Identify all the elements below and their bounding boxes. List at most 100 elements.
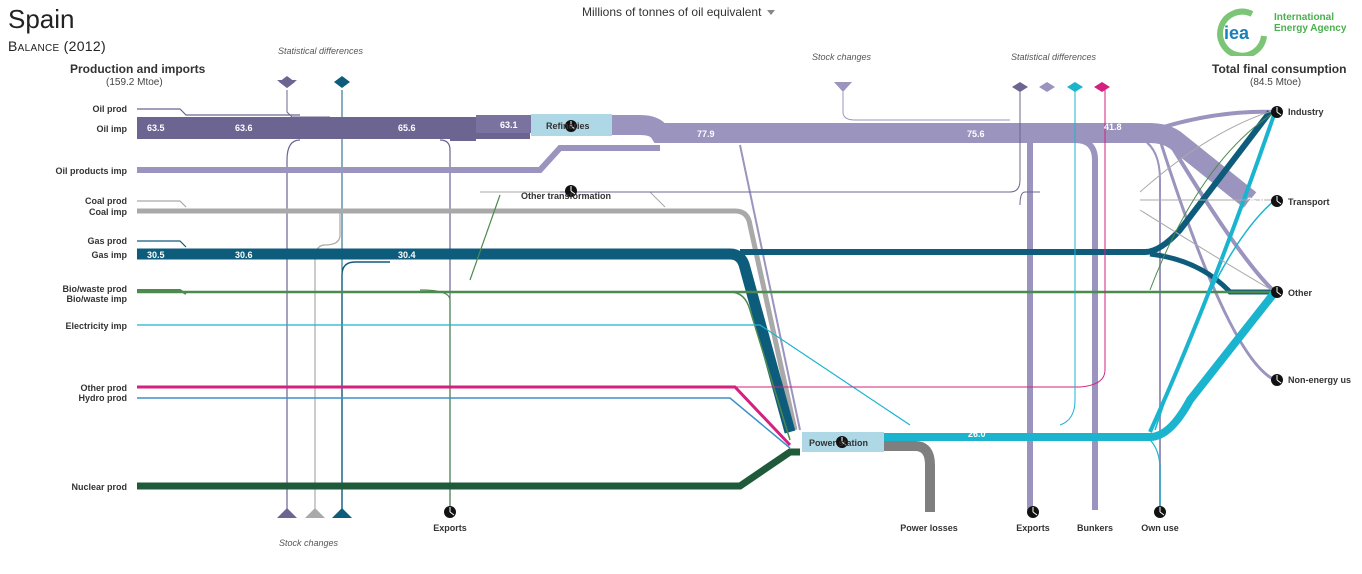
exports-left-label: Exports (433, 523, 467, 533)
flow-gas-prod (137, 240, 187, 248)
clock-industry (1271, 106, 1283, 118)
flow-gas-imports (137, 248, 796, 434)
flow-stock-top (842, 92, 1010, 121)
stat-diff-left-marker-1 (277, 80, 297, 88)
flow-bio-prod (137, 289, 187, 295)
sink-label-other: Other (1288, 288, 1313, 298)
value-transport: 26.9 (1247, 196, 1265, 206)
source-label-oil-prod: Oil prod (93, 104, 128, 114)
source-label-coal-prod: Coal prod (85, 196, 127, 206)
value-oil-d: 63.1 (500, 120, 518, 130)
final-consumption-title: Total final consumption (1212, 62, 1347, 76)
flow-oil-products-main (612, 115, 1257, 208)
stock-bottom-marker-3 (332, 508, 352, 518)
exports-right-label: Exports (1016, 523, 1050, 533)
stat-diff-left-marker-2 (334, 76, 350, 88)
unit-selector[interactable]: Millions of tonnes of oil equivalent (582, 5, 776, 19)
flow-coal-prod (137, 200, 187, 208)
power-station-node (802, 432, 884, 452)
flow-electricity-industry (1148, 111, 1277, 433)
value-gas-a: 30.5 (147, 250, 165, 260)
stock-bottom-marker-2 (305, 508, 325, 518)
source-label-oil-products-imp: Oil products imp (55, 166, 127, 176)
bunkers-label: Bunkers (1077, 523, 1113, 533)
source-label-bio-imp: Bio/waste imp (66, 294, 127, 304)
flow-exports-right (1019, 191, 1040, 206)
flow-power-losses (884, 441, 935, 512)
flow-hydro-prod (137, 397, 791, 449)
source-label-oil-imp: Oil imp (96, 124, 127, 134)
chevron-down-icon (767, 9, 776, 15)
value-products-a: 77.9 (697, 129, 715, 139)
flow-other-transformation (480, 191, 666, 208)
unit-selector-label: Millions of tonnes of oil equivalent (582, 5, 762, 19)
other-transformation-label: Other transformation (521, 191, 611, 201)
source-label-other-prod: Other prod (81, 383, 128, 393)
source-label-elec-imp: Electricity imp (65, 321, 127, 331)
stat-diff-right-marker-3 (1067, 82, 1083, 92)
power-station-label: Power station (809, 438, 868, 448)
country-title: Spain (8, 4, 75, 34)
value-oil-a: 63.5 (147, 123, 165, 133)
stat-diff-right-marker-2 (1039, 82, 1055, 92)
flow-gas-final (740, 110, 1273, 255)
clock-exports-left (444, 506, 456, 518)
source-label-coal-imp: Coal imp (89, 207, 128, 217)
value-gas-c: 30.4 (398, 250, 416, 260)
flow-oil-products-power (739, 144, 801, 431)
flow-electricity-out (884, 289, 1279, 441)
flow-stock-oil-down (286, 139, 301, 510)
flow-products-other (1163, 133, 1277, 294)
source-label-hydro-prod: Hydro prod (79, 393, 128, 403)
flow-other-prod (137, 385, 792, 447)
source-label-gas-prod: Gas prod (87, 236, 127, 246)
flow-oil-products-imports (137, 145, 660, 173)
flow-stock-gas-down (341, 261, 390, 510)
flow-electricity-stat (1059, 90, 1076, 426)
flow-products-ownuse (1129, 134, 1161, 510)
stat-diff-right-marker-4 (1094, 82, 1110, 92)
flow-electricity-transport (1154, 199, 1276, 431)
stat-diff-right-marker-1 (1012, 82, 1028, 92)
stat-diff-left-marker-1b (279, 76, 295, 88)
flow-products-nonenergy (1158, 139, 1276, 382)
value-oil-b: 63.6 (235, 123, 253, 133)
flow-misc-other (1139, 209, 1276, 293)
iea-logo-icon: iea (1217, 8, 1267, 56)
flow-other-final (735, 90, 1106, 388)
logo-mark: iea (1224, 23, 1250, 43)
flow-ownuse-elec (1149, 439, 1161, 510)
flow-oil-prod (137, 108, 300, 116)
refineries-label: Refineries (546, 121, 590, 131)
final-consumption-total: (84.5 Mtoe) (1250, 77, 1302, 88)
stock-bottom-marker-1 (277, 508, 297, 518)
flow-bio-industry (1149, 111, 1276, 291)
stock-top-marker (834, 82, 852, 92)
clock-other (1271, 286, 1283, 298)
clock-non-energy (1271, 374, 1283, 386)
source-label-nuclear-prod: Nuclear prod (71, 482, 127, 492)
value-gas-b: 30.6 (235, 250, 253, 260)
flow-gas-other (1149, 251, 1275, 295)
logo-line1: International (1274, 12, 1335, 23)
flow-misc-industry (1139, 109, 1276, 193)
clock-own-use (1154, 506, 1166, 518)
sink-label-industry: Industry (1288, 107, 1324, 117)
flow-stat-diff-left (286, 90, 330, 118)
value-products-c: 41.8 (1104, 122, 1122, 132)
flow-bio-transform (469, 194, 501, 281)
own-use-label: Own use (1141, 523, 1179, 533)
clock-refineries (565, 120, 577, 132)
stock-changes-top-label: Stock changes (812, 52, 872, 62)
logo-line2: Energy Agency (1274, 23, 1347, 34)
production-imports-title: Production and imports (70, 62, 206, 76)
balance-subtitle: Balance (2012) (8, 38, 106, 54)
clock-exports-right (1027, 506, 1039, 518)
flow-exports-oil (439, 139, 451, 510)
stat-diff-right-label: Statistical differences (1011, 52, 1097, 62)
flow-other-transformation-right (560, 90, 1021, 193)
clock-power-station (836, 436, 848, 448)
clock-dots (444, 106, 1283, 518)
sink-label-transport: Transport (1288, 197, 1330, 207)
